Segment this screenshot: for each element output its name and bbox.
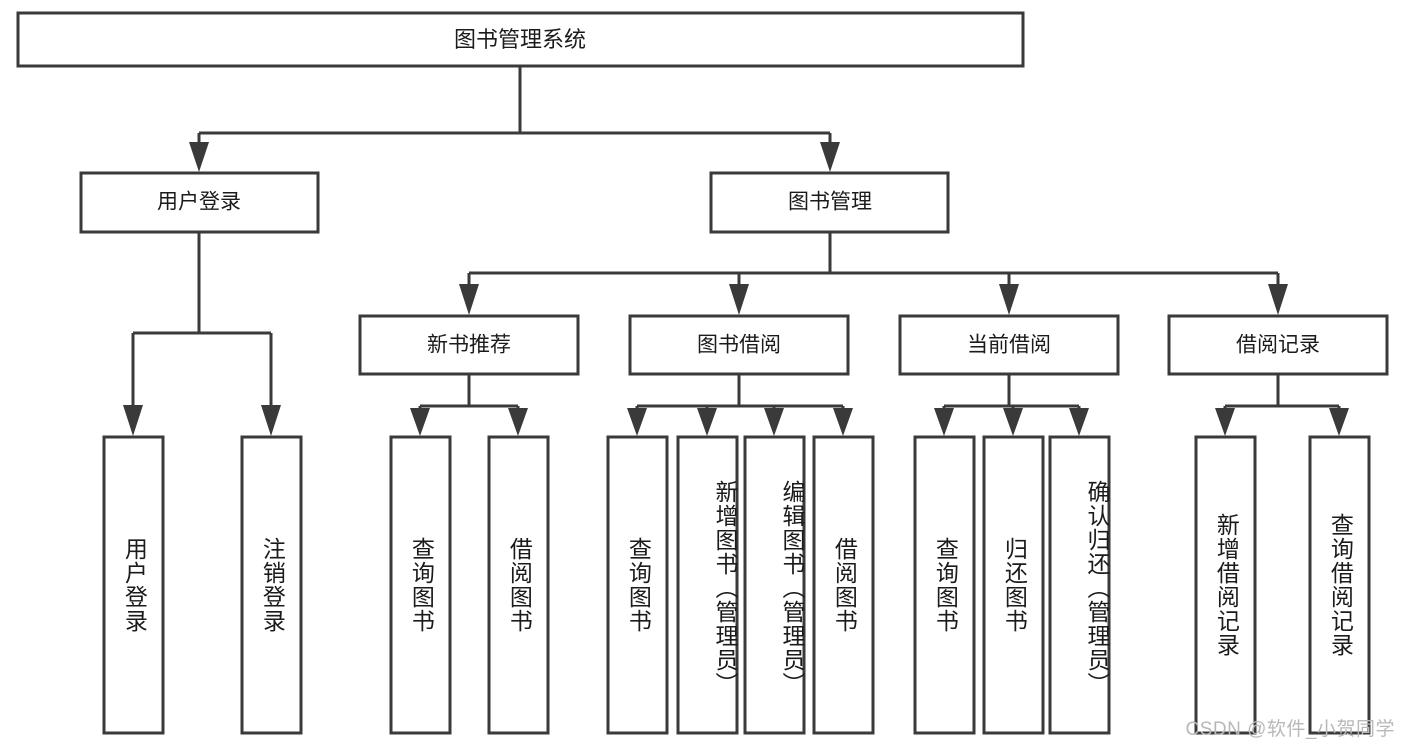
node-new-book-recommend-label: 新书推荐 — [427, 334, 511, 357]
leaf-box-confirm-return-admin[interactable] — [1048, 435, 1111, 735]
leaf-box-user-login[interactable] — [102, 435, 165, 735]
node-user-login-label: 用户登录 — [157, 191, 241, 214]
arrow-head-leaf-1 — [261, 405, 281, 436]
connector-borrow-record-to-leaves — [1215, 374, 1349, 436]
arrow-head-leaf-2 — [410, 408, 430, 436]
leaf-box-add-borrow-record[interactable] — [1194, 435, 1257, 735]
connector-current-borrow-to-leaves — [934, 374, 1089, 436]
leaf-box-query-book-3[interactable] — [913, 435, 976, 735]
arrow-head-leaf-11 — [1215, 408, 1235, 436]
arrow-head-leaf-6 — [764, 408, 784, 436]
leaf-box-edit-book-admin[interactable] — [743, 435, 806, 735]
arrow-head-leaf-12 — [1329, 408, 1349, 436]
arrow-head-leaf-3 — [508, 408, 528, 436]
arrow-head-leaf-4 — [627, 408, 647, 436]
node-book-management-label: 图书管理 — [788, 191, 872, 214]
arrow-head-leaf-7 — [833, 408, 853, 436]
csdn-watermark: CSDN @软件_小贺同学 — [1185, 719, 1395, 740]
leaf-box-borrow-book-1[interactable] — [487, 435, 550, 735]
node-book-borrow[interactable]: 图书借阅 — [628, 314, 850, 376]
node-borrow-record[interactable]: 借阅记录 — [1167, 314, 1389, 376]
connector-user-login-to-leaves — [123, 232, 281, 436]
arrow-head-leaf-0 — [123, 405, 143, 436]
arrow-head-leaf-5 — [697, 408, 717, 436]
node-root-box[interactable] — [16, 11, 1025, 68]
leaf-box-query-borrow-record[interactable] — [1308, 435, 1371, 735]
arrow-head-level3-1 — [729, 284, 749, 315]
leaf-box-return-book[interactable] — [982, 435, 1045, 735]
node-current-borrow-box[interactable] — [898, 314, 1120, 376]
leaf-box-query-book-2[interactable] — [606, 435, 669, 735]
arrow-head-leaf-9 — [1003, 408, 1023, 436]
arrow-head-leaf-10 — [1069, 408, 1089, 436]
arrow-head-level3-0 — [459, 284, 479, 315]
arrow-head-leaf-8 — [934, 408, 954, 436]
node-book-management[interactable]: 图书管理 — [709, 171, 950, 234]
node-new-book-recommend[interactable]: 新书推荐 — [358, 314, 580, 376]
leaf-box-logout[interactable] — [240, 435, 303, 735]
arrow-head-level2-1 — [820, 142, 840, 172]
node-borrow-record-label: 借阅记录 — [1236, 334, 1320, 357]
leaf-box-query-book-1[interactable] — [389, 435, 452, 735]
connector-book-management-to-level3 — [459, 232, 1288, 315]
node-book-borrow-box[interactable] — [628, 314, 850, 376]
node-root-label: 图书管理系统 — [454, 27, 586, 52]
arrow-head-level3-3 — [1268, 284, 1288, 315]
connector-book-borrow-to-leaves — [627, 374, 853, 436]
node-new-book-recommend-box[interactable] — [358, 314, 580, 376]
node-current-borrow[interactable]: 当前借阅 — [898, 314, 1120, 376]
leaf-box-borrow-book-2[interactable] — [812, 435, 875, 735]
node-user-login[interactable]: 用户登录 — [79, 171, 320, 234]
arrow-head-level2-0 — [189, 142, 209, 172]
node-book-management-box[interactable] — [709, 171, 950, 234]
connector-root-to-level2 — [189, 66, 840, 172]
node-borrow-record-box[interactable] — [1167, 314, 1389, 376]
node-root[interactable]: 图书管理系统 — [16, 11, 1025, 68]
node-current-borrow-label: 当前借阅 — [967, 334, 1051, 357]
node-book-borrow-label: 图书借阅 — [697, 334, 781, 357]
leaf-box-add-book-admin[interactable] — [676, 435, 739, 735]
connector-new-book-recommend-to-leaves — [410, 374, 528, 436]
arrow-head-level3-2 — [999, 284, 1019, 315]
